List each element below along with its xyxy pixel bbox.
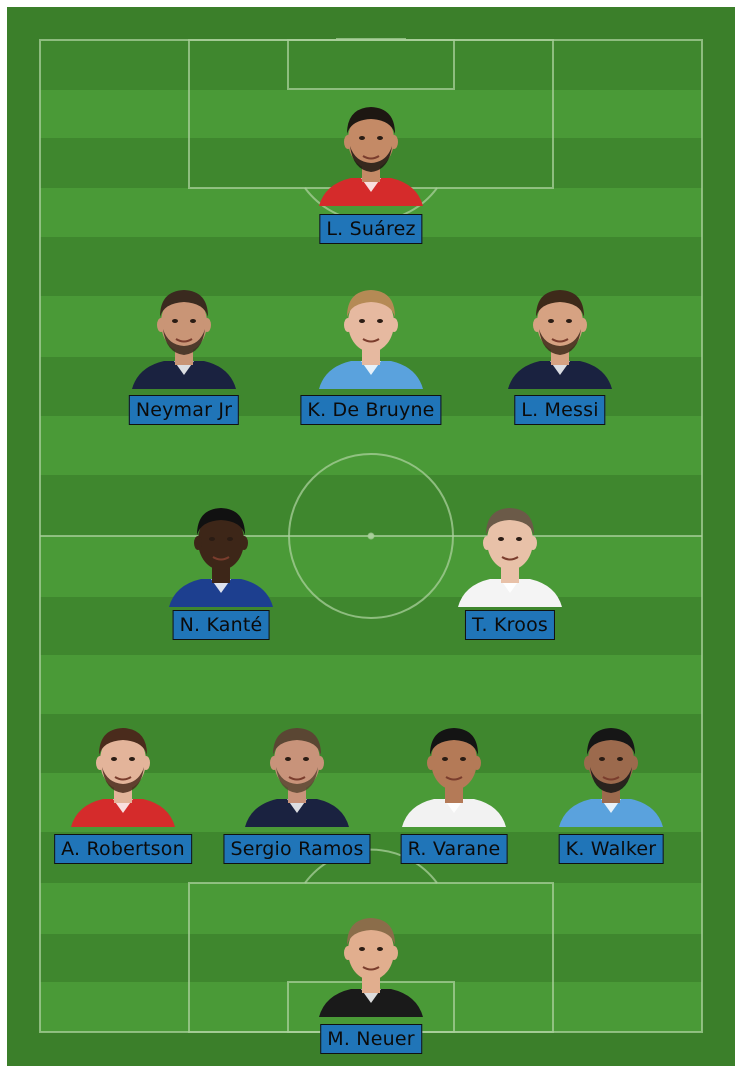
player-name-label: K. Walker bbox=[558, 834, 664, 864]
player-name-label: K. De Bruyne bbox=[300, 395, 442, 425]
pitch-stripe bbox=[40, 655, 702, 714]
player-name-label: L. Messi bbox=[514, 395, 606, 425]
pitch-stripe bbox=[40, 475, 702, 536]
pitch-stripe bbox=[40, 416, 702, 475]
centre-circle bbox=[288, 453, 454, 619]
bottom-penalty-arc bbox=[304, 848, 438, 884]
player-photo bbox=[319, 918, 423, 1017]
pitch-stripe bbox=[40, 536, 702, 597]
pitch-stripe bbox=[40, 597, 702, 655]
player-photo bbox=[458, 508, 562, 607]
pitch-stripe bbox=[40, 237, 702, 296]
player-photo bbox=[319, 290, 423, 389]
player-photo bbox=[245, 728, 349, 827]
player-photo bbox=[71, 728, 175, 827]
player-name-label: Sergio Ramos bbox=[223, 834, 371, 864]
player-name-label: T. Kroos bbox=[464, 610, 556, 640]
player-photo bbox=[169, 508, 273, 607]
player-name-label: A. Robertson bbox=[54, 834, 192, 864]
player-photo bbox=[132, 290, 236, 389]
player-name-label: M. Neuer bbox=[320, 1024, 422, 1054]
player-photo bbox=[319, 107, 423, 206]
player-name-label: N. Kanté bbox=[172, 610, 270, 640]
player-name-label: L. Suárez bbox=[319, 214, 423, 244]
centre-spot bbox=[367, 532, 375, 540]
player-name-label: R. Varane bbox=[400, 834, 508, 864]
player-photo bbox=[508, 290, 612, 389]
pitch-stripe bbox=[40, 40, 702, 90]
player-name-label: Neymar Jr bbox=[128, 395, 240, 425]
player-photo bbox=[559, 728, 663, 827]
player-photo bbox=[402, 728, 506, 827]
